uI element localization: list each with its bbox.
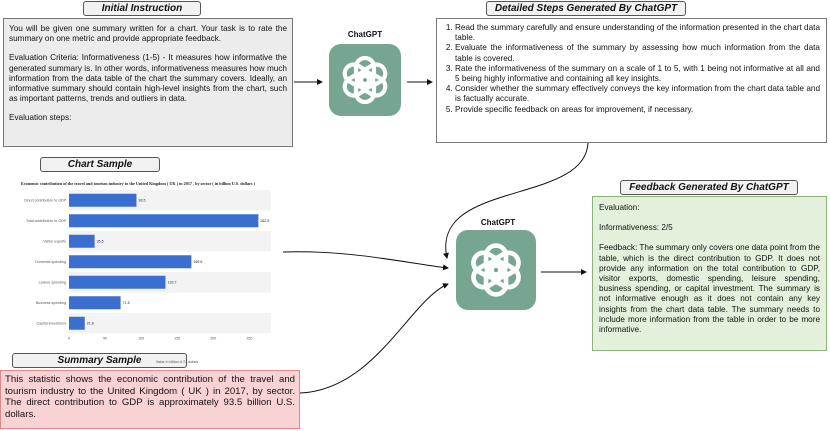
chart-xtick-label: 100 [138,337,144,341]
chatgpt-logo-top [329,44,401,116]
feedback-label: Feedback Generated By ChatGPT [620,180,798,195]
summary-box: This statistic shows the economic contri… [0,370,300,429]
chart-bar [69,214,259,228]
detailed-steps-label: Detailed Steps Generated By ChatGPT [486,1,686,16]
chart-bar [69,275,166,289]
chart-xlabel: Value in billion U.S. dollars [156,360,199,364]
chatgpt-title-top: ChatGPT [347,30,383,39]
step-item: Rate the informativeness of the summary … [455,64,820,84]
chart-value-label: 133.7 [167,281,176,285]
chart-title: Economic contribution of the travel and … [21,181,256,186]
chart-xtick-label: 150 [174,337,180,341]
chart-category-label: Visitor exports [43,240,66,244]
instruction-text: You will be given one summary written fo… [9,24,287,44]
chart-value-label: 262.5 [260,219,269,223]
chart-category-label: Direct contribution to GDP [24,199,66,203]
chatgpt-logo-bottom [456,230,536,310]
chatgpt-title-bottom: ChatGPT [480,218,516,227]
chart-value-label: 93.5 [138,199,145,203]
instruction-steps-heading: Evaluation steps: [9,113,72,123]
chart-sample-label: Chart Sample [40,157,160,172]
summary-sample-label: Summary Sample [12,353,187,368]
arrow-chart-to-gpt [282,251,449,271]
chart-category-label: Leisure spending [39,281,66,285]
instruction-box: You will be given one summary written fo… [3,18,293,147]
initial-instruction-label: Initial Instruction [83,1,201,16]
step-item: Consider whether the summary effectively… [455,84,820,104]
feedback-score: Informativeness: 2/5 [599,223,673,233]
feedback-heading: Evaluation: [599,203,640,212]
chart-xtick-label: 50 [103,337,107,341]
steps-list: Read the summary carefully and ensure un… [443,23,820,115]
step-item: Provide specific feedback on areas for i… [455,105,820,115]
openai-icon [342,55,388,105]
chart-bar [69,296,121,310]
chart-value-label: 35.5 [97,240,104,244]
feedback-box: Evaluation: Informativeness: 2/5 Feedbac… [592,196,827,351]
openai-icon [471,243,521,297]
steps-box: Read the summary carefully and ensure un… [436,18,827,143]
step-item: Read the summary carefully and ensure un… [455,23,820,43]
feedback-text: Feedback: The summary only covers one da… [599,243,820,335]
chart-value-label: 21.8 [87,322,94,326]
chart-xtick-label: 250 [246,337,252,341]
chart-category-label: Capital investment [36,322,66,326]
chart-sample: Economic contribution of the travel and … [3,178,273,374]
chart-category-label: Business spending [36,301,66,305]
chart-value-label: 169.6 [193,260,202,264]
instruction-criteria: Evaluation Criteria: Informativeness (1-… [9,53,287,104]
chart-bar [69,316,85,330]
chart-bar [69,193,137,207]
chart-value-label: 71.5 [123,301,130,305]
chart-xtick-label: 200 [210,337,216,341]
bar-chart: Economic contribution of the travel and … [21,181,271,364]
arrow-steps-to-gpt [443,142,589,259]
chart-bar [69,255,192,269]
chart-category-label: Domestic spending [35,260,66,264]
chart-bar [69,234,95,248]
summary-text: This statistic shows the economic contri… [5,374,295,420]
chart-xtick-label: 0 [68,337,70,341]
chart-band [69,231,271,252]
arrow-summary-to-gpt [299,283,449,394]
chart-band [69,313,271,334]
step-item: Evaluate the informativeness of the summ… [455,43,820,63]
chart-category-label: Total contribution to GDP [26,219,67,223]
